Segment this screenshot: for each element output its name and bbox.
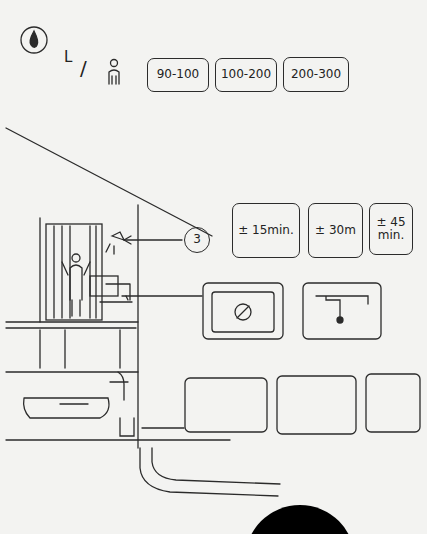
node-text: ± 15min. [238,224,294,237]
house-section [6,128,230,448]
node-text: 100-200 [221,68,271,81]
node-text: ± 30m [315,224,356,237]
sink [24,372,128,418]
option-box: ± 45 min. [369,203,413,255]
handwritten-label: L [64,48,72,66]
node-text: 200-300 [291,68,341,81]
handwritten-label: / [80,56,87,80]
node-text: ± 45 min. [373,216,409,242]
shower-stall [46,224,132,320]
icon-box [203,283,283,339]
empty-box [185,374,420,434]
leader-line [122,236,202,428]
page-marker-circle [21,27,47,53]
option-box: 100-200 [215,58,277,92]
option-box: ± 30m [308,203,363,258]
black-disc [245,505,355,534]
drain-pipe [120,418,280,496]
callout-circle: 3 [184,227,210,253]
option-box: 90-100 [147,58,209,92]
faucet-box [303,283,381,339]
node-text: 90-100 [157,68,200,81]
option-box: 200-300 [283,57,349,92]
drop-symbol [30,31,38,47]
node-text: 3 [193,233,201,246]
option-box: ± 15min. [232,203,300,258]
person-icon [109,60,119,85]
